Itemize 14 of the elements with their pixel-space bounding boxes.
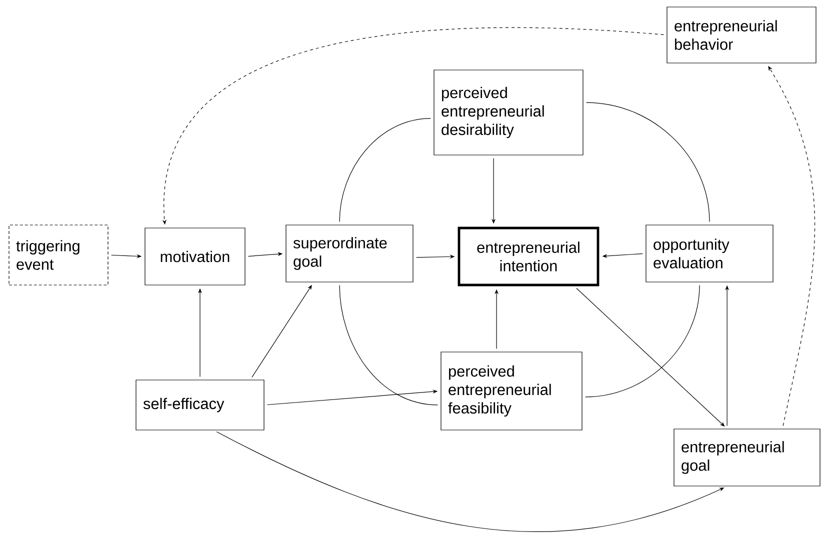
process-box: superordinate goal — [286, 224, 414, 282]
process-box: perceived entrepreneurial feasibility — [440, 352, 582, 430]
connector-line — [586, 102, 710, 222]
highlighted-box: entrepreneurial intention — [458, 226, 600, 286]
process-box: opportunity evaluation — [646, 224, 774, 282]
connector-line — [339, 118, 431, 222]
process-box: entrepreneurial goal — [674, 428, 820, 486]
process-box: self-efficacy — [136, 380, 264, 430]
connector-line — [339, 285, 438, 406]
dashed-box: triggering event — [8, 224, 108, 286]
process-box: entrepreneurial behavior — [666, 6, 816, 64]
connector-line — [585, 285, 700, 398]
process-box: perceived entrepreneurial desirability — [434, 70, 584, 156]
process-box: motivation — [144, 228, 246, 286]
